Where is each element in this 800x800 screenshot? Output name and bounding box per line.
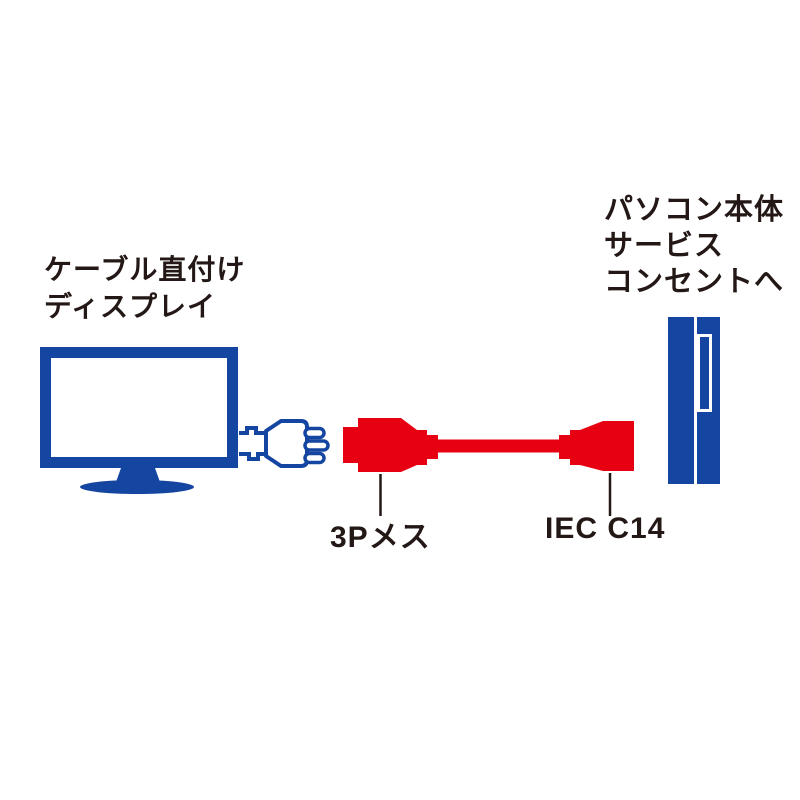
pc-label-line1: パソコン本体	[604, 194, 785, 226]
plug-prong-middle	[303, 439, 330, 452]
adapter-left-collar-small	[427, 435, 438, 459]
pc-service-outlet	[697, 334, 712, 412]
pc-tower-icon	[668, 317, 720, 484]
adapter-iec-c14-body	[580, 421, 634, 471]
adapter-left-collar-large	[417, 430, 427, 465]
adapter-3p-taper	[401, 418, 417, 472]
plug-cord-top	[239, 426, 267, 435]
monitor-screen	[51, 358, 227, 457]
monitor-stand-neck	[116, 468, 160, 482]
plug-body	[264, 419, 309, 468]
plug-cord-bottom	[239, 452, 267, 461]
adapter-3p-socket-face	[343, 427, 359, 463]
adapter-cable	[438, 439, 559, 453]
pc-tower-panel-line	[694, 317, 697, 484]
power-plug-icon	[239, 419, 330, 468]
pc-label-line2: サービス	[604, 230, 725, 262]
adapter-3p-body	[358, 418, 401, 472]
adapter-right-collar-large	[570, 430, 580, 465]
adapter-right-collar-small	[559, 435, 570, 459]
connector-iec-label: IEC C14	[545, 512, 666, 545]
adapter-cable-icon	[343, 418, 634, 472]
display-label-line2: ディスプレイ	[44, 291, 217, 322]
plug-prong-top	[303, 426, 326, 440]
pc-label-line3: コンセントへ	[604, 266, 785, 298]
connector-3p-label: 3Pメス	[330, 521, 431, 554]
monitor-stand-base	[80, 480, 194, 494]
display-label: ケーブル直付け ディスプレイ	[44, 251, 245, 325]
display-label-line1: ケーブル直付け	[44, 254, 246, 285]
plug-prong-bottom	[303, 451, 326, 465]
monitor-icon	[40, 347, 238, 494]
pc-label: パソコン本体 サービス コンセントへ	[604, 192, 784, 300]
